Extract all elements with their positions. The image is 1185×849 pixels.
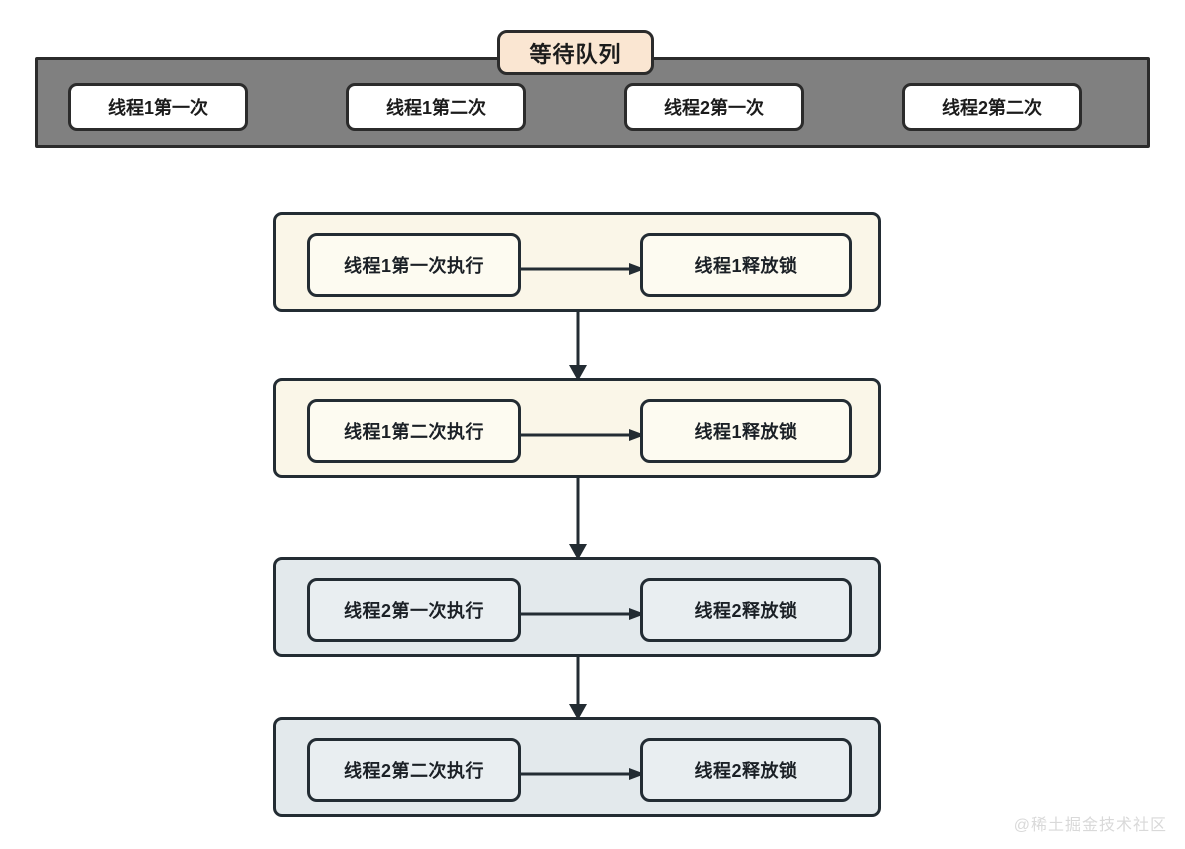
flow-group-3: 线程2第二次执行 线程2释放锁: [273, 717, 881, 817]
execute-node-1[interactable]: 线程1第二次执行: [307, 399, 521, 463]
arrow-right-icon: [519, 429, 645, 441]
arrow-down-icon: [569, 654, 587, 720]
release-node-0[interactable]: 线程1释放锁: [640, 233, 852, 297]
release-node-3[interactable]: 线程2释放锁: [640, 738, 852, 802]
execute-node-label: 线程1第一次执行: [343, 256, 484, 276]
flow-group-0: 线程1第一次执行 线程1释放锁: [273, 212, 881, 312]
release-node-label: 线程1释放锁: [694, 422, 798, 442]
flow-group-1: 线程1第二次执行 线程1释放锁: [273, 378, 881, 478]
queue-item-label: 线程1第一次: [107, 98, 208, 118]
queue-item-3[interactable]: 线程2第二次: [902, 83, 1082, 131]
flow-group-2: 线程2第一次执行 线程2释放锁: [273, 557, 881, 657]
arrow-down-icon: [569, 309, 587, 381]
execute-node-label: 线程2第二次执行: [343, 761, 484, 781]
queue-item-label: 线程2第二次: [941, 98, 1042, 118]
release-node-label: 线程1释放锁: [694, 256, 798, 276]
release-node-label: 线程2释放锁: [694, 761, 798, 781]
arrow-right-icon: [519, 263, 645, 275]
arrow-down-icon: [569, 475, 587, 560]
execute-node-2[interactable]: 线程2第一次执行: [307, 578, 521, 642]
waiting-queue-title: 等待队列: [497, 30, 654, 75]
arrow-right-icon: [519, 768, 645, 780]
execute-node-label: 线程2第一次执行: [343, 601, 484, 621]
execute-node-0[interactable]: 线程1第一次执行: [307, 233, 521, 297]
queue-item-0[interactable]: 线程1第一次: [68, 83, 248, 131]
queue-item-1[interactable]: 线程1第二次: [346, 83, 526, 131]
execute-node-label: 线程1第二次执行: [343, 422, 484, 442]
release-node-label: 线程2释放锁: [694, 601, 798, 621]
queue-item-label: 线程1第二次: [385, 98, 486, 118]
arrow-right-icon: [519, 608, 645, 620]
release-node-2[interactable]: 线程2释放锁: [640, 578, 852, 642]
queue-item-2[interactable]: 线程2第一次: [624, 83, 804, 131]
queue-item-label: 线程2第一次: [663, 98, 764, 118]
execute-node-3[interactable]: 线程2第二次执行: [307, 738, 521, 802]
watermark: @稀土掘金技术社区: [1013, 817, 1167, 834]
release-node-1[interactable]: 线程1释放锁: [640, 399, 852, 463]
